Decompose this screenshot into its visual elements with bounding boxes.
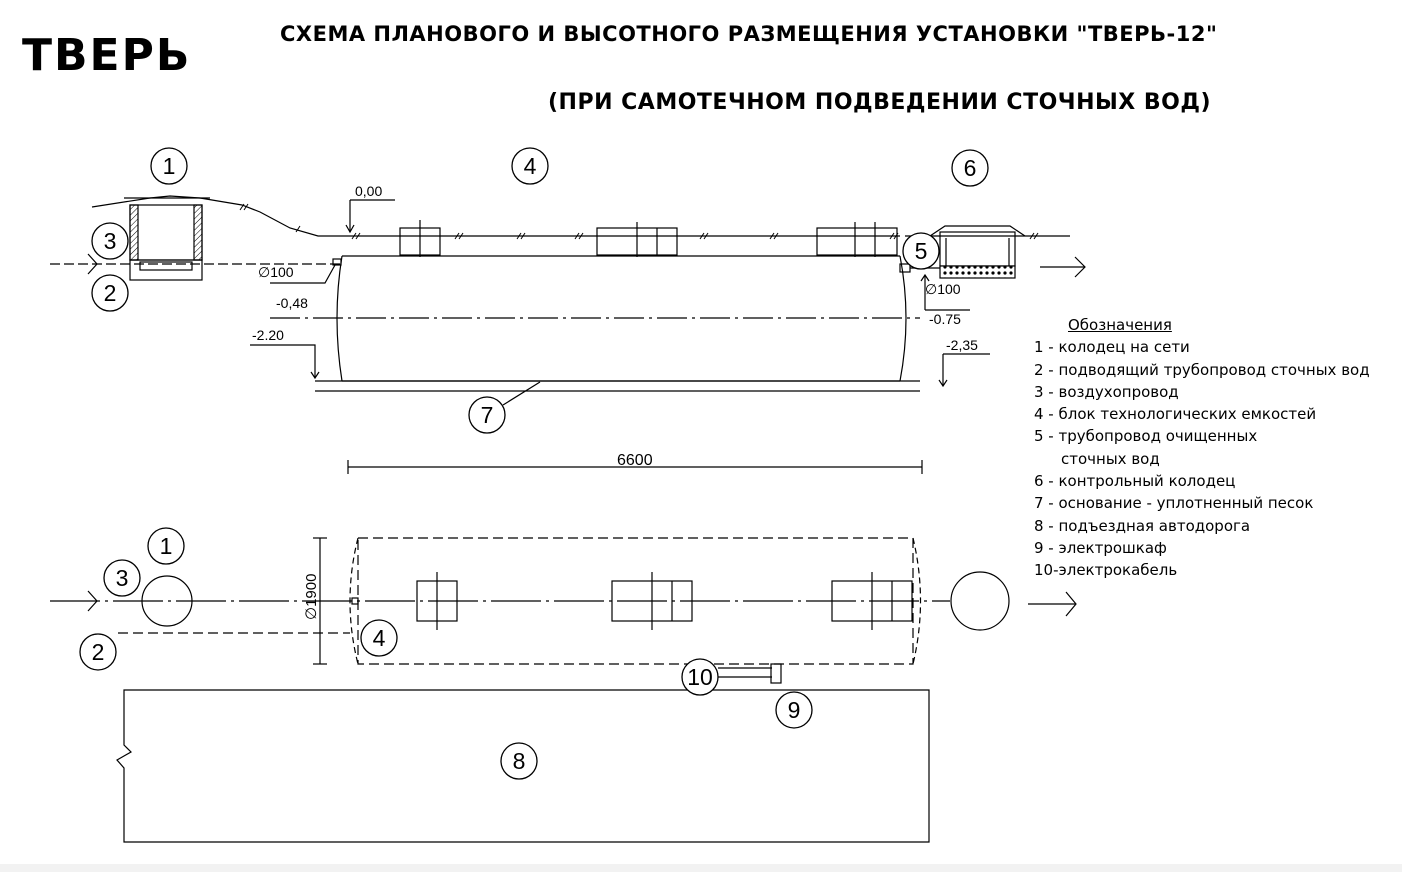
level-000: 0,00	[355, 183, 382, 199]
level-220: -2.20	[252, 327, 284, 343]
legend-item-3: 3 - воздухопровод	[1034, 382, 1179, 401]
marker-9-plan-label: 9	[788, 697, 801, 723]
inflow-arrow-section	[87, 253, 98, 275]
legend-item-6: 6 - контрольный колодец	[1034, 472, 1236, 491]
legend: Обозначения 1 - колодец на сети 2 - подв…	[1034, 314, 1370, 582]
inflow-arrow-plan	[87, 590, 98, 612]
marker-1-section-label: 1	[163, 153, 176, 179]
dimension-6600: 6600	[617, 452, 653, 469]
well-6-section	[939, 231, 1016, 267]
marker-4-plan	[360, 619, 398, 657]
outflow-arrow-plan	[1065, 591, 1077, 617]
tank-diameter: ∅1900	[303, 574, 320, 620]
electric-cabinet	[770, 663, 782, 684]
well-1-wall-left	[129, 204, 139, 261]
legend-heading: Обозначения	[1068, 316, 1172, 334]
marker-7-section-label: 7	[481, 402, 494, 428]
marker-2-plan	[79, 633, 117, 671]
hatch-block-3	[816, 227, 898, 256]
inlet-nozzle	[332, 258, 342, 266]
legend-item-8: 8 - подъездная автодорога	[1034, 516, 1251, 535]
well-1-base-inner	[139, 261, 193, 271]
bottom-strip	[0, 864, 1402, 872]
marker-10-plan-label: 10	[687, 664, 713, 690]
marker-6-section	[951, 149, 989, 187]
marker-8-plan-label: 8	[513, 748, 526, 774]
legend-item-7: 7 - основание - уплотненный песок	[1034, 494, 1314, 513]
marker-3-plan-label: 3	[116, 565, 129, 591]
well-6-gravel	[939, 265, 1016, 279]
ground-line-left	[91, 195, 900, 237]
section-markers	[79, 147, 989, 780]
level-048: -0,48	[276, 295, 308, 311]
marker-6-section-label: 6	[964, 155, 977, 181]
legend-item-1: 1 - колодец на сети	[1034, 338, 1190, 357]
logo: ТВЕРЬ	[22, 30, 192, 81]
legend-item-5-cont: сточных вод	[1061, 449, 1160, 468]
marker-10-plan	[681, 658, 719, 696]
marker-4-section	[511, 147, 549, 185]
well-1-section	[129, 204, 203, 261]
diagram-subtitle: (ПРИ САМОТЕЧНОМ ПОДВЕДЕНИИ СТОЧНЫХ ВОД)	[548, 90, 1212, 115]
marker-1-plan-label: 1	[160, 533, 173, 559]
access-road	[116, 689, 930, 843]
diagram-title: СХЕМА ПЛАНОВОГО И ВЫСОТНОГО РАЗМЕЩЕНИЯ У…	[280, 22, 1218, 46]
marker-3-section-label: 3	[104, 228, 117, 254]
well-1-plan	[141, 575, 193, 627]
marker-1-plan	[147, 527, 185, 565]
marker-4-plan-label: 4	[373, 625, 386, 651]
marker-8-plan	[500, 742, 538, 780]
marker-9-plan	[775, 691, 813, 729]
marker-2-section	[91, 274, 129, 312]
level-220-leader	[250, 344, 316, 378]
pipe-diameter-inlet: ∅100	[258, 264, 294, 280]
legend-item-9: 9 - электрошкаф	[1034, 538, 1167, 557]
marker-2-plan-label: 2	[92, 639, 105, 665]
level-235: -2,35	[946, 337, 978, 353]
marker-5-section	[902, 232, 940, 270]
marker-5-section-label: 5	[915, 238, 928, 264]
marker-4-section-label: 4	[524, 153, 537, 179]
legend-item-10: 10-электрокабель	[1034, 561, 1178, 580]
level-048-leader	[270, 264, 336, 284]
marker-2-section-label: 2	[104, 280, 117, 306]
marker-1-section	[150, 147, 188, 185]
marker-3-section	[91, 222, 129, 260]
marker-7-section	[468, 396, 506, 434]
well-1-base	[129, 259, 203, 281]
well-1-wall-right	[193, 204, 203, 261]
level-075: -0.75	[929, 311, 961, 327]
marker-3-plan	[103, 559, 141, 597]
legend-item-4: 4 - блок технологических емкостей	[1034, 405, 1317, 424]
legend-item-2: 2 - подводящий трубопровод сточных вод	[1034, 360, 1370, 379]
legend-item-5: 5 - трубопровод очищенных	[1034, 427, 1258, 446]
pipe-diameter-outlet: ∅100	[925, 281, 961, 297]
well-6-plan	[950, 571, 1010, 631]
ground-hatch-ticks	[239, 203, 1039, 240]
